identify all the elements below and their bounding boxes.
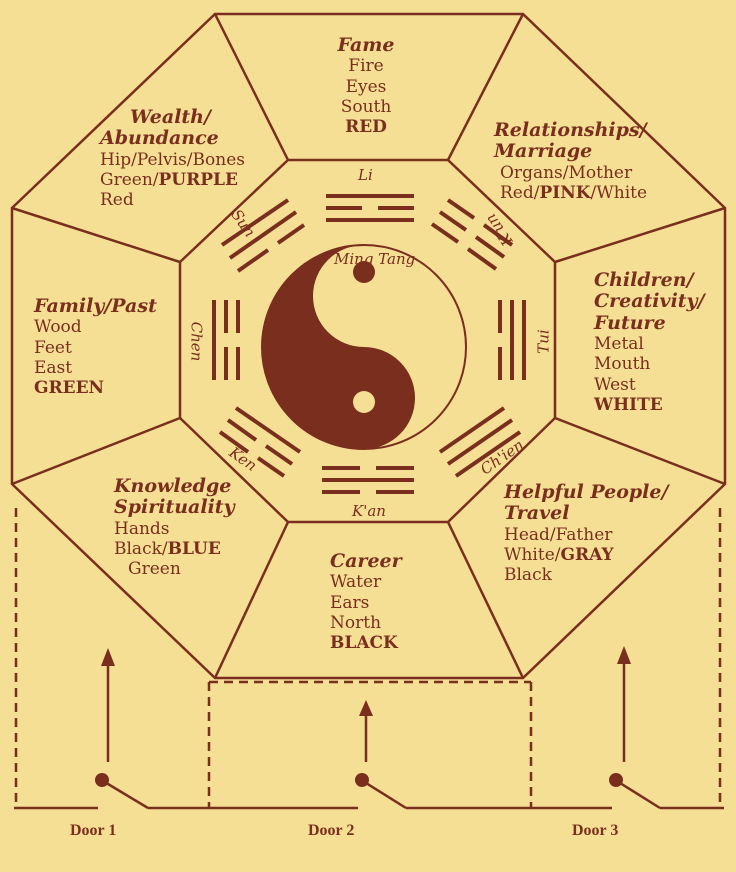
yang-dot [353, 391, 375, 413]
career-title: Career [330, 550, 402, 572]
wealth-title: Wealth/ [130, 106, 211, 128]
center-area: Center Earth/YELLOW [306, 293, 476, 335]
trigram-kun-lines [430, 198, 514, 271]
relationships-line: Organs/Mother [500, 162, 633, 183]
trigram-kan-label: K'an [352, 502, 386, 520]
fame-line: South [340, 97, 392, 118]
yin-yang-symbol [261, 244, 467, 450]
children-area: Children/ Creativity/ Future Metal Mouth… [594, 269, 734, 415]
trigram-sun-lines [220, 198, 306, 273]
children-title: Future [594, 311, 666, 334]
door-1-label: Door 1 [70, 822, 117, 839]
wealth-line: Hip/Pelvis/Bones [100, 149, 245, 170]
trigram-li-lines [326, 194, 414, 222]
career-area: Career Water Ears North BLACK [330, 550, 440, 654]
knowledge-title: Spirituality [114, 496, 235, 519]
career-line: Water [330, 572, 382, 593]
wealth-color: Green/PURPLE [100, 169, 238, 190]
children-title: Creativity/ [594, 290, 705, 313]
children-line: Metal [594, 333, 644, 354]
ming-tang-label: Ming Tang [334, 250, 416, 268]
helpful-line: Head/Father [504, 524, 613, 545]
children-color: WHITE [594, 394, 663, 415]
trigram-li-label: Li [358, 166, 373, 184]
career-line: North [330, 613, 382, 634]
trigram-tui-label: Tui [534, 329, 553, 354]
arrow-head-2 [359, 700, 373, 716]
fame-color: RED [345, 117, 387, 138]
door-swings [97, 776, 661, 810]
wealth-title: Abundance [100, 127, 219, 150]
relationships-color: Red/PINK/White [500, 182, 648, 203]
helpful-title: Helpful People/ [504, 481, 669, 503]
relationships-title: Marriage [494, 140, 593, 163]
arrow-head-1 [101, 648, 115, 666]
knowledge-area: Knowledge Spirituality Hands Black/BLUE … [114, 475, 284, 580]
arrow-head-3 [617, 646, 631, 664]
family-line: Wood [34, 317, 82, 338]
helpful-color: White/GRAY [504, 544, 614, 565]
trigram-kan-lines [322, 466, 414, 494]
trigram-ken-lines [218, 406, 302, 478]
helpful-title: Travel [504, 502, 570, 525]
family-color: GREEN [34, 378, 105, 399]
knowledge-extra: Green [128, 559, 181, 580]
door-2-label: Door 2 [308, 822, 355, 839]
fame-line: Fire [348, 56, 384, 77]
yin-dot [353, 261, 375, 283]
family-area: Family/Past Wood Feet East GREEN [34, 295, 174, 399]
relationships-area: Relationships/ Marriage Organs/Mother Re… [494, 119, 694, 203]
sector-dividers [11, 13, 726, 679]
family-line: Feet [34, 337, 72, 358]
knowledge-line: Hands [114, 518, 170, 539]
relationships-title: Relationships/ [494, 119, 647, 141]
helpful-extra: Black [504, 565, 552, 586]
trigram-chen-label: Chen [187, 321, 206, 362]
door-arrows [106, 660, 626, 762]
career-line: Ears [330, 592, 370, 613]
trigram-chen-lines [212, 300, 240, 380]
knowledge-color: Black/BLUE [114, 538, 221, 559]
wealth-extra: Red [100, 190, 134, 211]
trigram-tui-lines [498, 300, 526, 380]
wealth-area: Wealth/ Abundance Hip/Pelvis/Bones Green… [100, 106, 280, 211]
family-line: East [34, 358, 73, 379]
trigram-chien-lines [438, 406, 522, 478]
children-line: Mouth [594, 354, 651, 375]
knowledge-title: Knowledge [114, 475, 232, 497]
family-title: Family/Past [34, 295, 157, 317]
children-line: West [594, 374, 636, 395]
door-3-label: Door 3 [572, 822, 619, 839]
fame-area: Fame Fire Eyes South RED [316, 34, 416, 138]
center-title: Center [355, 293, 427, 315]
fame-line: Eyes [345, 76, 387, 97]
children-title: Children/ [594, 269, 694, 291]
door-guide-lines [14, 508, 722, 808]
helpful-people-area: Helpful People/ Travel Head/Father White… [504, 481, 684, 586]
center-color: Earth/YELLOW [326, 315, 456, 335]
career-color: BLACK [330, 633, 398, 654]
fame-title: Fame [337, 34, 395, 56]
